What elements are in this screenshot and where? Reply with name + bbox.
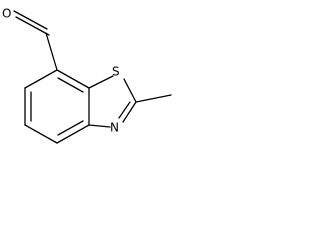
bond-c-o-double-1 bbox=[13, 10, 48, 30]
atom-labels: O S N bbox=[2, 7, 120, 135]
bond-aldehyde-ring bbox=[45, 32, 58, 71]
bond-c5-c4 bbox=[24, 124, 58, 144]
sulfur-label: S bbox=[112, 65, 120, 79]
bond-c-o-double-2 bbox=[15, 16, 50, 36]
bond-inner-c4-c3a bbox=[57, 120, 84, 136]
oxygen-label: O bbox=[2, 7, 11, 21]
bond-c2-methyl bbox=[135, 94, 172, 103]
bonds bbox=[13, 10, 172, 144]
bond-inner-c7a-c7 bbox=[57, 77, 84, 93]
bond-c7-c6 bbox=[24, 69, 58, 89]
bond-s-c2 bbox=[123, 78, 137, 103]
bond-c7a-s bbox=[88, 75, 114, 89]
bond-c4-c3a bbox=[56, 124, 90, 144]
bond-n-c3a bbox=[88, 124, 111, 128]
structure-canvas: O S N bbox=[0, 0, 184, 151]
nitrogen-label: N bbox=[110, 121, 119, 135]
bond-c2-n-double-1 bbox=[122, 101, 137, 123]
bond-c7a-c7 bbox=[56, 69, 90, 89]
bond-c2-n-double-2 bbox=[118, 101, 131, 119]
chemical-structure-diagram: O S N bbox=[2, 7, 172, 144]
